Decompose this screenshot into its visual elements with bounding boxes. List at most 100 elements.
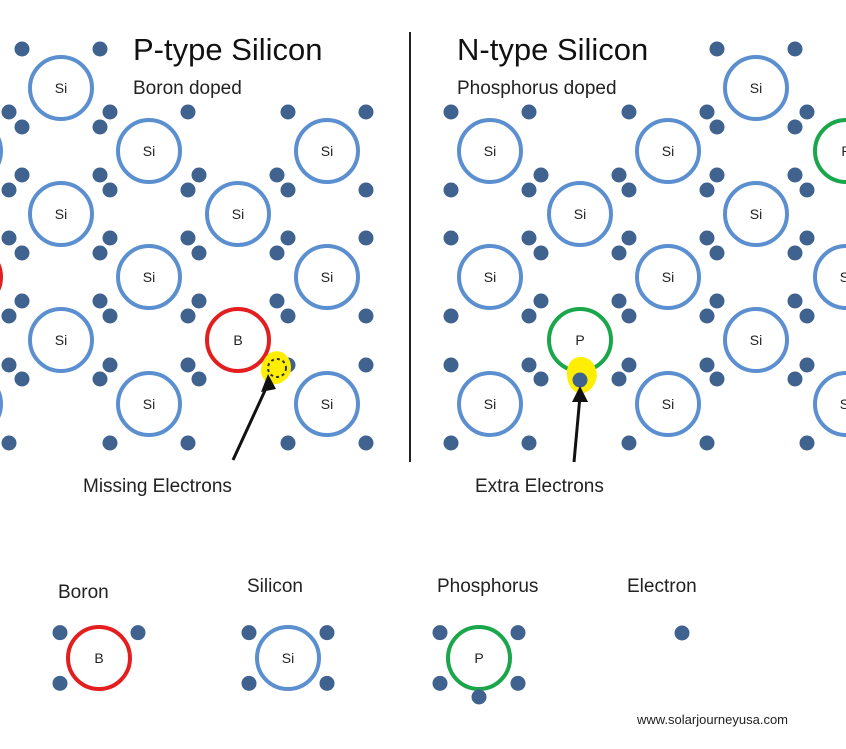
silicon-atom: Si (443, 104, 537, 198)
bond-electron (787, 293, 803, 309)
bond-electron (799, 230, 815, 246)
silicon-atom: Si (443, 230, 537, 324)
bond-electron (621, 308, 637, 324)
bond-electron (799, 182, 815, 198)
bond-electron (102, 308, 118, 324)
bond-electron (611, 167, 627, 183)
silicon-atom-ring (457, 244, 523, 310)
bond-electron (432, 675, 448, 691)
silicon-atom-ring (28, 181, 94, 247)
legend-phosphorus-icon-label: P (474, 650, 483, 666)
annotations (231, 351, 597, 463)
bond-electron (521, 230, 537, 246)
bond-electron (358, 357, 374, 373)
silicon-atom: Si (0, 104, 17, 198)
bond-electron (699, 435, 715, 451)
bond-electron (621, 357, 637, 373)
missing-electrons-arrowhead (261, 374, 276, 392)
bond-electron (521, 357, 537, 373)
legend-boron-icon-label: B (94, 650, 103, 666)
phosphorus-atom-ring (813, 118, 846, 184)
silicon-atom-ring (457, 118, 523, 184)
bond-electron (319, 625, 335, 641)
bond-electron (510, 675, 526, 691)
silicon-atom: Si (102, 357, 196, 451)
bond-electron (1, 230, 17, 246)
boron-atom-label: B (233, 332, 242, 348)
silicon-atom-ring (294, 244, 360, 310)
bond-electron (699, 308, 715, 324)
silicon-atom: Si (621, 357, 715, 451)
bond-electron (799, 357, 815, 373)
boron-atom: B (191, 293, 285, 387)
bond-electron (1, 308, 17, 324)
bond-electron (611, 371, 627, 387)
silicon-atom-ring (28, 307, 94, 373)
silicon-atom: Si (709, 167, 803, 261)
silicon-atom-label: Si (750, 206, 762, 222)
bond-electron (621, 182, 637, 198)
boron-atom-ring (205, 307, 271, 373)
bond-electron (1, 357, 17, 373)
silicon-atom-ring (116, 371, 182, 437)
bond-electron (14, 245, 30, 261)
bond-electron (443, 357, 459, 373)
bond-electron (787, 167, 803, 183)
bond-electron (699, 104, 715, 120)
bond-electron (799, 435, 815, 451)
bond-electron (471, 689, 487, 705)
silicon-atom-ring (0, 390, 3, 418)
bond-electron (52, 675, 68, 691)
bond-electron (52, 625, 68, 641)
bond-electron (699, 182, 715, 198)
bond-electron (611, 245, 627, 261)
silicon-atom: Si (14, 293, 108, 387)
bond-electron (1, 435, 17, 451)
n-type-title: N-type Silicon (457, 32, 648, 67)
silicon-atom: Si (533, 167, 627, 261)
silicon-atom-ring (635, 244, 701, 310)
silicon-atom-ring (723, 181, 789, 247)
extra-electron (572, 372, 588, 388)
phosphorus-atom-label: P (841, 143, 846, 159)
boron-atom: B (0, 230, 17, 324)
legend-phosphorus-icon-ring (446, 625, 512, 691)
bond-electron (130, 625, 146, 641)
bond-electron (521, 104, 537, 120)
bond-electron (180, 230, 196, 246)
silicon-atom-label: Si (840, 269, 846, 285)
silicon-atom-ring (294, 118, 360, 184)
bond-electron (92, 371, 108, 387)
bond-electron (621, 435, 637, 451)
silicon-atom-ring (813, 244, 846, 310)
bond-electron (787, 41, 803, 57)
silicon-atom-label: Si (321, 396, 333, 412)
bond-electron (92, 41, 108, 57)
legend-silicon-icon-label: Si (282, 650, 294, 666)
bond-electron (621, 230, 637, 246)
silicon-atom: Si (443, 357, 537, 451)
bond-electron (280, 104, 296, 120)
silicon-atom-ring (723, 55, 789, 121)
missing-electrons-arrow (231, 383, 270, 461)
bond-electron (709, 41, 725, 57)
bond-electron (92, 167, 108, 183)
bond-electron (191, 167, 207, 183)
bond-electron (699, 230, 715, 246)
bond-electron (358, 230, 374, 246)
silicon-atom-label: Si (55, 332, 67, 348)
bond-electron (92, 293, 108, 309)
extra-electrons-arrow (572, 395, 582, 463)
bond-electron (521, 308, 537, 324)
silicon-atom-label: Si (750, 80, 762, 96)
silicon-atom-ring (813, 371, 846, 437)
bond-electron (709, 167, 725, 183)
bond-electron (358, 182, 374, 198)
legend-silicon-icon-ring (255, 625, 321, 691)
bond-electron (709, 245, 725, 261)
silicon-atom: Si (799, 230, 846, 324)
silicon-atom-label: Si (662, 143, 674, 159)
bond-electron (358, 435, 374, 451)
bond-electron (180, 104, 196, 120)
silicon-atom-ring (205, 181, 271, 247)
